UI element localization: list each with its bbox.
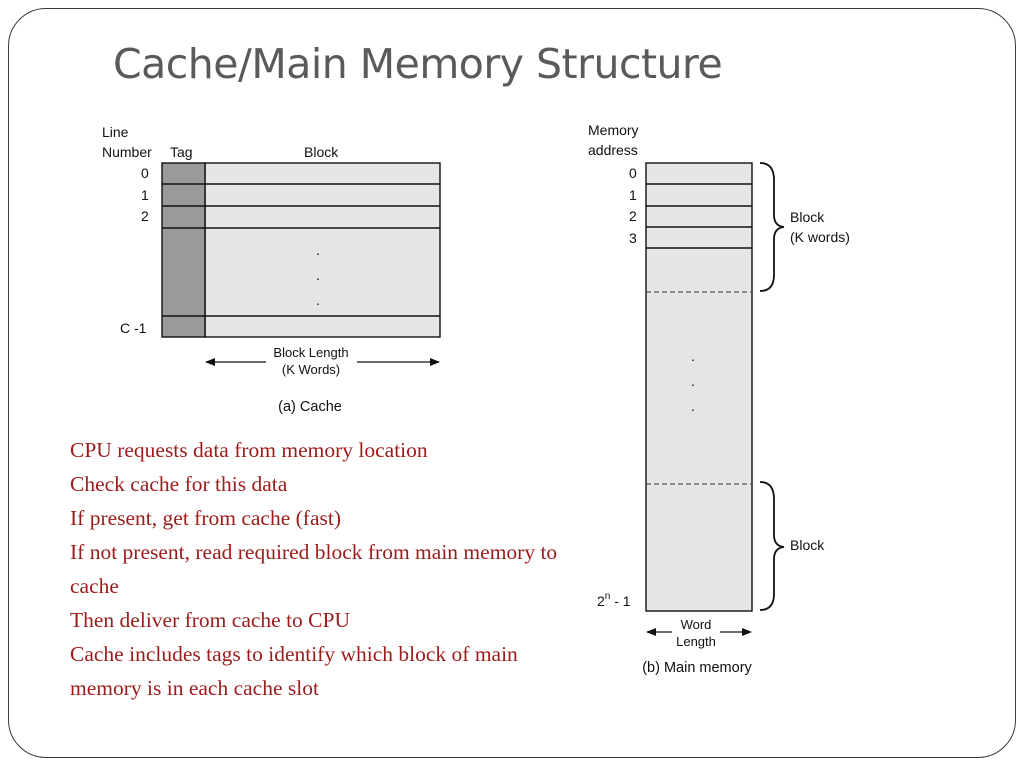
bullet-item: CPU requests data from memory location xyxy=(70,438,428,462)
memory-address-header-2: address xyxy=(588,142,638,158)
memory-address-last: 2n - 1 xyxy=(597,591,631,609)
memory-ellipsis-dot: . xyxy=(691,373,695,389)
cache-tag-header: Tag xyxy=(170,144,193,160)
block-top-label-1: Block xyxy=(790,209,825,225)
memory-address-number: 0 xyxy=(629,165,637,181)
bullet-item: If not present, read required block from… xyxy=(70,540,558,598)
block-length-label-1: Block Length xyxy=(273,345,348,360)
memory-address-number: 2 xyxy=(629,208,637,224)
word-length-label-1: Word xyxy=(681,617,712,632)
memory-address-number: 1 xyxy=(629,187,637,203)
cache-row-number: 1 xyxy=(141,187,149,203)
bullet-list: CPU requests data from memory location C… xyxy=(70,433,560,705)
bullet-item: Check cache for this data xyxy=(70,472,288,496)
bullet-item: Cache includes tags to identify which bl… xyxy=(70,642,518,700)
word-length-label-2: Length xyxy=(676,634,716,649)
main-memory-column xyxy=(645,162,753,612)
cache-row-number: 2 xyxy=(141,208,149,224)
cache-block-header: Block xyxy=(304,144,339,160)
block-length-label-bg xyxy=(266,345,357,379)
slide-title: Cache/Main Memory Structure xyxy=(113,40,723,88)
cache-ellipsis-dot: . xyxy=(316,267,320,283)
cache-row-number-last: C -1 xyxy=(120,320,147,336)
cache-block-column xyxy=(204,162,441,338)
cache-diagram: Line Number Tag Block 0 1 2 C -1 . . . B… xyxy=(102,124,441,415)
main-memory-diagram: Memory address 0 1 2 3 2n - 1 . . . Bloc… xyxy=(588,122,850,676)
bullet-item: If present, get from cache (fast) xyxy=(70,506,341,530)
memory-ellipsis-dot: . xyxy=(691,398,695,414)
slide-frame xyxy=(8,8,1016,758)
cache-line-header-1: Line xyxy=(102,124,129,140)
cache-row-number: 0 xyxy=(141,165,149,181)
cache-ellipsis-dot: . xyxy=(316,242,320,258)
memory-address-header-1: Memory xyxy=(588,122,639,138)
block-length-label-2: (K Words) xyxy=(282,362,340,377)
cache-caption: (a) Cache xyxy=(278,399,342,415)
memory-ellipsis-dot: . xyxy=(691,348,695,364)
block-brace-bottom xyxy=(759,481,785,611)
block-brace-top xyxy=(759,162,785,292)
cache-tag-column xyxy=(161,162,206,338)
bullet-item: Then deliver from cache to CPU xyxy=(70,608,351,632)
block-top-label-2: (K words) xyxy=(790,229,850,245)
main-memory-caption: (b) Main memory xyxy=(642,660,752,676)
memory-address-number: 3 xyxy=(629,230,637,246)
cache-ellipsis-dot: . xyxy=(316,292,320,308)
cache-line-header-2: Number xyxy=(102,144,152,160)
block-bottom-label: Block xyxy=(790,537,825,553)
word-length-label-bg xyxy=(672,616,720,650)
